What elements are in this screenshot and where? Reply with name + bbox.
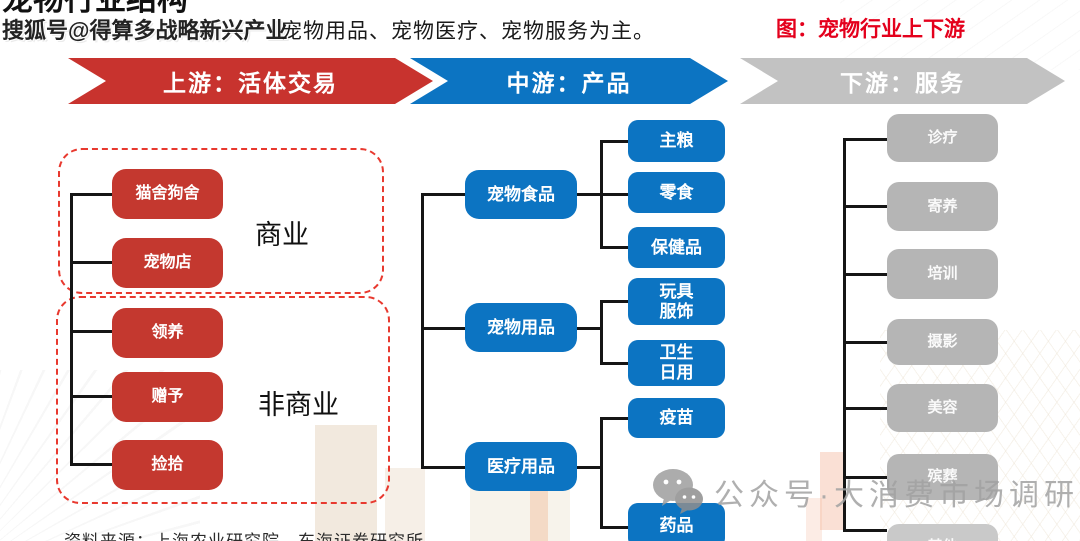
node-boarding: 寄养	[887, 182, 998, 231]
node-pet-supplies: 宠物用品	[465, 303, 577, 352]
connector-line	[843, 273, 887, 276]
connector-line	[577, 466, 600, 469]
node-cattery-kennel: 猫舍狗舍	[112, 169, 223, 219]
node-pet-shop: 宠物店	[112, 238, 223, 288]
group-noncommercial-label: 非商业	[258, 390, 339, 420]
connector-line	[600, 362, 628, 365]
node-training: 培训	[887, 249, 998, 299]
connector-line	[843, 476, 887, 479]
node-medicines: 药品	[628, 503, 725, 541]
node-medical-supplies: 医疗用品	[465, 442, 577, 491]
node-snacks: 零食	[628, 172, 725, 213]
connector-line	[600, 418, 603, 528]
wechat-watermark-label: 公众号·大消费市场调研	[714, 479, 1079, 512]
connector-line	[421, 466, 465, 469]
connector-line	[600, 526, 628, 529]
node-vaccines: 疫苗	[628, 398, 725, 438]
node-toys-apparel: 玩具 服饰	[628, 278, 725, 325]
connector-line	[600, 417, 628, 420]
connector-line	[421, 193, 465, 196]
connector-line	[577, 327, 600, 330]
node-other: 其他	[887, 524, 998, 541]
node-grooming: 美容	[887, 384, 998, 432]
banner-downstream: 下游：服务	[740, 58, 1065, 104]
banner-upstream: 上游：活体交易	[68, 58, 433, 104]
node-stray-pickup: 捡拾	[112, 440, 223, 490]
banner-midstream: 中游：产品	[410, 58, 728, 104]
group-noncommercial-border	[56, 296, 390, 504]
source-note-clipped: 资料来源：上海农业研究院，东海证券研究所	[64, 527, 424, 541]
banner-upstream-label: 上游：活体交易	[163, 70, 338, 96]
node-funeral: 殡葬	[887, 454, 998, 500]
connector-line	[843, 407, 887, 410]
connector-line	[600, 140, 628, 143]
connector-line	[600, 301, 603, 364]
connector-line	[843, 138, 887, 141]
sohu-watermark: 搜狐号@得算多战略新兴产业	[2, 18, 288, 43]
node-photography: 摄影	[887, 319, 998, 365]
node-adoption: 领养	[112, 308, 223, 358]
connector-line	[70, 194, 73, 464]
connector-line	[577, 193, 628, 196]
connector-line	[70, 463, 112, 466]
group-commercial-border	[58, 148, 384, 294]
node-staple-food: 主粮	[628, 120, 725, 162]
banner-downstream-label: 下游：服务	[840, 70, 965, 96]
node-diagnosis-treatment: 诊疗	[887, 114, 998, 162]
connector-line	[600, 300, 628, 303]
connector-line	[600, 246, 628, 249]
group-commercial-label: 商业	[255, 220, 309, 250]
connector-line	[600, 141, 603, 247]
connector-line	[421, 327, 465, 330]
connector-line	[421, 194, 424, 468]
banner-midstream-label: 中游：产品	[506, 70, 632, 96]
connector-line	[70, 261, 112, 264]
connector-line	[843, 205, 887, 208]
decor-building	[470, 488, 570, 541]
wechat-icon	[652, 468, 704, 516]
connector-line	[843, 529, 887, 532]
wechat-watermark: 公众号·大消费市场调研	[652, 468, 1079, 516]
connector-line	[70, 395, 112, 398]
node-health-products: 保健品	[628, 227, 725, 268]
connector-line	[843, 341, 887, 344]
connector-line	[843, 139, 846, 531]
page-title-clipped: 宠物行业结构	[2, 0, 188, 19]
intro-text: 宠物用品、宠物医疗、宠物服务为主。	[281, 20, 655, 43]
node-pet-food: 宠物食品	[465, 170, 577, 219]
connector-line	[70, 330, 112, 333]
node-hygiene-daily: 卫生 日用	[628, 340, 725, 386]
connector-line	[70, 193, 112, 196]
figure-caption: 图：宠物行业上下游	[776, 18, 965, 41]
node-gifting: 赠予	[112, 372, 223, 422]
